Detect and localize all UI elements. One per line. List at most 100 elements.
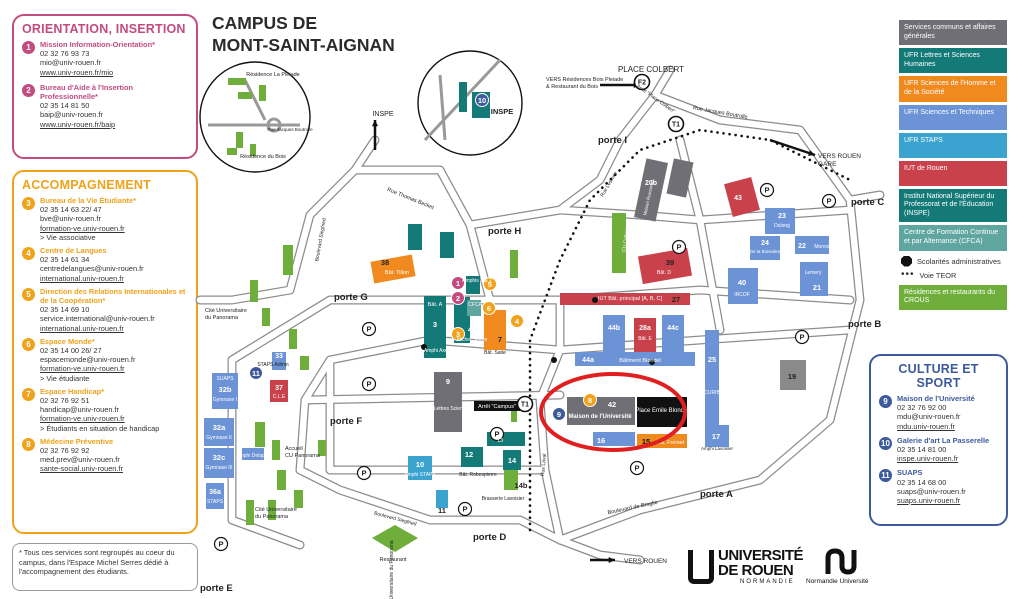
building-label-amphi-staps: Amphi STAPS <box>404 472 436 478</box>
vers-rouen-label: VERS ROUEN <box>624 558 667 565</box>
building-label-38: 38 <box>381 258 389 267</box>
entry-website-link[interactable]: international.univ-rouen.fr <box>40 323 124 333</box>
green-area-13 <box>510 250 518 278</box>
building-3 <box>424 296 446 358</box>
porte-b-label: porte B <box>848 319 881 330</box>
building-cfca <box>467 300 481 316</box>
building-label-40: 40 <box>738 278 746 287</box>
building-label-23: 23 <box>778 213 786 220</box>
building-label-monod: Monod <box>814 244 830 250</box>
inset-inspe-building-2 <box>459 82 467 112</box>
inset-green-0 <box>228 78 246 85</box>
building-32a <box>204 418 234 446</box>
green-area-12 <box>612 213 626 273</box>
inset-left-roads <box>208 79 300 133</box>
entry-website-link[interactable]: www.univ-rouen.fr/baip <box>40 119 116 129</box>
entry-contact-line: 02 35 14 61 34 <box>40 255 90 265</box>
parking-8-label: P <box>799 333 804 342</box>
road-8 <box>296 466 564 544</box>
building-19 <box>780 360 806 390</box>
entry-name: Galerie d'art La Passerelle <box>897 435 990 445</box>
parking-6-label: P <box>764 186 769 195</box>
green-area-11 <box>318 440 326 456</box>
marker-2-circle <box>451 291 465 305</box>
parking-9-label: P <box>634 464 639 473</box>
marker-11-circle <box>249 366 263 380</box>
building-label-4: 4 <box>468 325 473 334</box>
inspe-arrow-label: INSPE <box>372 111 393 118</box>
map-title-line1: CAMPUS DE <box>212 13 318 33</box>
orientation-title: ORIENTATION, INSERTION <box>22 22 186 36</box>
octagon-icon <box>901 255 912 267</box>
inset-green-1 <box>238 92 252 99</box>
entry-website-link[interactable]: formation-ve.univ-rouen.fr <box>40 223 125 233</box>
marker-1-number: 1 <box>456 279 460 288</box>
legend-item-8: Centre de Formation Continue et par Alte… <box>899 225 1007 251</box>
building-maison-rousseau <box>666 158 694 198</box>
green-area-9 <box>246 500 254 525</box>
building-label-bat-d: Bât. D <box>657 270 671 276</box>
marker-8-number: 8 <box>588 396 592 405</box>
entry-website-link[interactable]: international.univ-rouen.fr <box>40 273 124 283</box>
building-label-gymnase2: Gymnase II <box>206 435 232 441</box>
entry-contact-line: mio@univ-rouen.fr <box>40 58 101 68</box>
inset-boutrolle-label: Rue Jacques Boutrolle <box>267 127 313 132</box>
porte-g-label: porte G <box>334 292 368 303</box>
entry-name: Maison de l'Université <box>897 394 975 403</box>
building-10-amphi <box>408 456 432 480</box>
entry-website-link[interactable]: www.univ-rouen.fr/mio <box>40 67 114 77</box>
bus-f2-label: F2 <box>638 80 646 87</box>
building-label-bat-e: Bât. E <box>638 336 652 342</box>
legend-item-7: Institut National Supérieur du Professor… <box>899 188 1007 223</box>
building-label-43: 43 <box>734 195 742 202</box>
entry-website-link[interactable]: formation-ve.univ-rouen.fr <box>40 364 125 374</box>
building-17 <box>705 425 729 447</box>
entry-contact-line: 02 35 14 81 00 <box>897 445 947 455</box>
building-44a <box>575 352 695 366</box>
entry-contact-line: service.international@univ-rouen.fr <box>40 314 155 324</box>
entry-contact-line: espacemonde@univ-rouen.fr <box>40 355 136 365</box>
parking-10-label: P <box>462 505 467 514</box>
entry-website-link[interactable]: mdu.univ-rouen.fr <box>897 421 955 431</box>
building-label-tillon: Bât. Tillon <box>385 270 409 276</box>
building-amphis <box>466 276 480 294</box>
building-label-amphi-lavoisier: Amphi Lavoisier <box>701 446 734 451</box>
green-area-10 <box>294 490 303 508</box>
parking-1-label: P <box>366 380 371 389</box>
scolarite-marker-1 <box>592 297 598 303</box>
vers-bois-label-2: & Restaurant du Bois <box>546 84 598 90</box>
road-1 <box>228 356 304 549</box>
green-area-1 <box>250 280 258 302</box>
building-23 <box>765 208 795 234</box>
entry-website-link[interactable]: sante-social.univ-rouen.fr <box>40 464 123 474</box>
legend-item-6: IUT de Rouen <box>899 160 1007 186</box>
porte-d-label: porte D <box>473 532 506 543</box>
label-restaurant-1: Restaurant <box>380 557 407 563</box>
entry-website-link[interactable]: formation-ve.univ-rouen.fr <box>40 414 125 424</box>
place-colbert-label: PLACE COLBERT <box>618 65 684 74</box>
road-20 <box>556 536 644 564</box>
green-area-5 <box>255 422 265 447</box>
road-label-siegfried-1: Boulevard Siegfried <box>314 218 328 262</box>
building-place-emile-blondel <box>637 397 687 427</box>
scolarite-marker-0 <box>421 344 427 350</box>
entry-name: Espace Monde* <box>40 336 95 346</box>
building-label-24: 24 <box>761 240 769 247</box>
parking-9-ring <box>629 460 645 476</box>
entry-website-link[interactable]: inspe.univ-rouen.fr <box>897 454 959 464</box>
parking-2-label: P <box>361 469 366 478</box>
building-label-32a: 32a <box>213 423 226 432</box>
teor-line <box>528 128 852 532</box>
building-label-39: 39 <box>666 258 674 267</box>
entry-website-link[interactable]: suaps.univ-rouen.fr <box>897 496 961 506</box>
building-label-gymnase3: Gymnase III <box>206 465 233 471</box>
tram-t1-north-ring <box>667 115 685 133</box>
map-title-line2: MONT-SAINT-AIGNAN <box>212 35 395 55</box>
normandie-universite-logo: Normandie Université <box>806 548 886 588</box>
